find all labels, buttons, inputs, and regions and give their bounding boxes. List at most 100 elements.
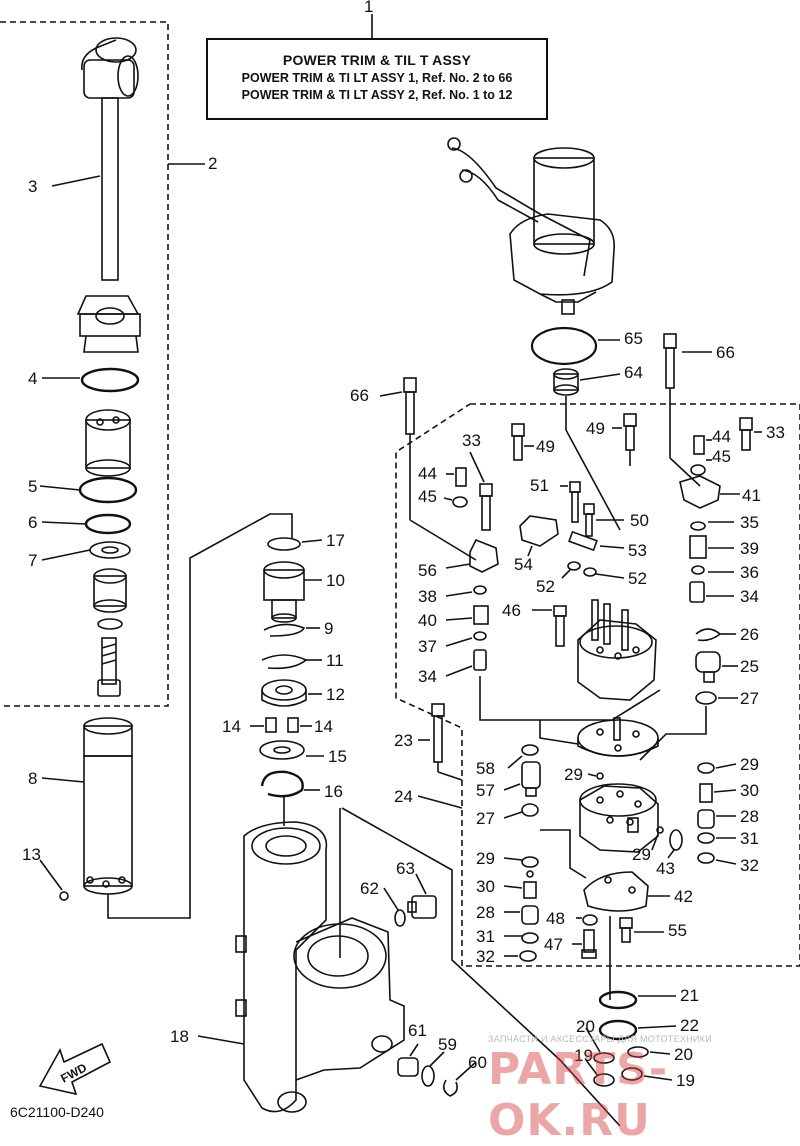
callout-42: 42 [674, 887, 693, 906]
subassembly-2-dashed-box [0, 21, 169, 707]
part-23-bolt [418, 703, 445, 772]
part-50-screw [583, 503, 624, 537]
callout-29-left: 29 [476, 849, 495, 868]
part-25-valve [695, 651, 738, 683]
callout-59: 59 [438, 1035, 457, 1054]
part-30-spring-left [523, 881, 537, 899]
callout-19-right: 19 [676, 1071, 695, 1090]
callout-12: 12 [326, 685, 345, 704]
part-5-oring [78, 476, 138, 504]
part-26-clip [695, 628, 722, 642]
part-41-bracket [679, 475, 721, 509]
part-10-check-valve [263, 561, 322, 623]
callout-36: 36 [740, 563, 759, 582]
fwd-arrow [38, 1042, 112, 1096]
part-64-coupling [553, 368, 621, 396]
callout-23: 23 [394, 731, 413, 750]
callout-47: 47 [544, 935, 563, 954]
callout-29-lower: 29 [632, 845, 651, 864]
part-31-washer-right [697, 832, 715, 844]
callout-40: 40 [418, 611, 437, 630]
assembly-title-line-2: POWER TRIM & TI LT ASSY 1, Ref. No. 2 to… [241, 71, 513, 85]
part-62-oring [383, 887, 406, 927]
part-4-oring [80, 367, 140, 393]
part-cap-nut [76, 295, 141, 353]
callout-17: 17 [326, 531, 345, 550]
part-35-washer [690, 521, 706, 531]
callout-50: 50 [630, 511, 649, 530]
callout-53: 53 [628, 541, 647, 560]
part-19-seal-right [621, 1067, 643, 1081]
callout-51: 51 [530, 476, 549, 495]
part-61-fitting [397, 1043, 419, 1077]
part-49-bolt-left [511, 423, 534, 461]
callout-63: 63 [396, 859, 415, 878]
callout-34-right: 34 [740, 587, 759, 606]
part-34-piston-left [473, 649, 487, 671]
part-47-bolt [572, 929, 597, 959]
part-33-bolt-left [469, 451, 493, 531]
part-27-seal-left [521, 803, 539, 817]
part-20-ring-right [627, 1046, 649, 1058]
part-6-oring [84, 513, 132, 535]
callout-8: 8 [28, 769, 38, 788]
part-11-clip [261, 654, 308, 670]
callout-30-right: 30 [740, 781, 759, 800]
callout-41: 41 [742, 486, 761, 505]
callout-9: 9 [324, 619, 334, 638]
part-59-oring [421, 1065, 435, 1087]
part-38-washer [473, 585, 487, 595]
callout-55: 55 [668, 921, 687, 940]
part-bolt [97, 637, 121, 697]
callout-13: 13 [22, 845, 41, 864]
callout-14-right: 14 [314, 717, 333, 736]
part-7-washer [89, 541, 131, 559]
part-51-screw [560, 481, 581, 523]
callout-29-middle: 29 [564, 765, 583, 784]
callout-31-left: 31 [476, 927, 495, 946]
part-19-seal-left [593, 1073, 615, 1087]
part-66-bolt-right [663, 333, 712, 487]
callout-28-left: 28 [476, 903, 495, 922]
callout-32-right: 32 [740, 856, 759, 875]
part-54-holder [519, 515, 559, 557]
callout-33-right: 33 [766, 423, 785, 442]
part-58-oring [521, 744, 539, 756]
callout-28-right: 28 [740, 807, 759, 826]
part-pump-body-upper [577, 599, 657, 701]
callout-66-left: 66 [350, 386, 369, 405]
callout-19-left: 19 [574, 1046, 593, 1065]
part-45-washer-right [690, 464, 706, 476]
part-42-plate [583, 871, 670, 912]
part-44-pin [455, 467, 467, 487]
callout-20-right: 20 [674, 1045, 693, 1064]
callout-62: 62 [360, 879, 379, 898]
part-63-plug [407, 873, 437, 919]
part-18-housing [197, 821, 405, 1113]
part-43-disc [669, 829, 683, 851]
part-32-oring-left [519, 950, 537, 962]
assembly-title-line-3: POWER TRIM & TI LT ASSY 2, Ref. No. 1 to… [241, 88, 513, 102]
part-29-seal-left [521, 856, 539, 868]
part-52-ring-left [567, 561, 581, 571]
part-40-spring [473, 605, 489, 625]
part-49-bolt-right [612, 413, 637, 466]
callout-54: 54 [514, 555, 533, 574]
callout-38: 38 [418, 587, 437, 606]
watermark-text: ЗАПЧАСТИ И АКСЕССУАРЫ ДЛЯ МОТОТЕХНИКИ [488, 1034, 713, 1044]
callout-64: 64 [624, 363, 643, 382]
part-piston [85, 409, 131, 477]
callout-27-right: 27 [740, 689, 759, 708]
part-57-valve [503, 761, 541, 797]
part-28-valve-right [697, 809, 715, 829]
callout-16: 16 [324, 782, 343, 801]
part-valve-plate [577, 717, 659, 757]
callout-21: 21 [680, 986, 699, 1005]
callout-65: 65 [624, 329, 643, 348]
part-60-clip [442, 1079, 458, 1097]
callout-44-right: 44 [712, 427, 731, 446]
callout-30-left: 30 [476, 877, 495, 896]
callout-57: 57 [476, 781, 495, 800]
callout-15: 15 [328, 747, 347, 766]
